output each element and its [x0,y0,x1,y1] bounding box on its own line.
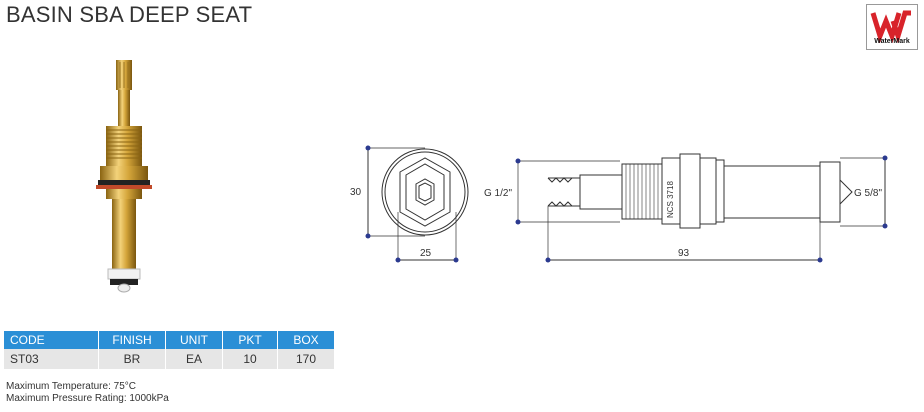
product-image [80,56,170,301]
watermark-logo-icon: WaterMark [866,4,918,50]
body-marking: NCS 3718 [666,181,675,218]
front-height-label: 30 [350,187,362,198]
technical-drawing: 30 25 G 1/2" G 5/8" 93 NCS 3718 [340,120,900,275]
page-title: BASIN SBA DEEP SEAT [6,2,253,27]
header-finish: FINISH [98,331,166,349]
header-box: BOX [277,331,335,349]
header-code: CODE [4,331,99,349]
spec-table-header: CODE FINISH UNIT PKT BOX [4,331,335,349]
length-label: 93 [678,248,690,259]
header-pkt: PKT [222,331,278,349]
spec-table: CODE FINISH UNIT PKT BOX ST03 BR EA 10 1… [4,331,335,369]
cell-box: 170 [277,349,335,369]
cell-finish: BR [98,349,166,369]
cell-pkt: 10 [222,349,278,369]
max-temperature: Maximum Temperature: 75°C [6,381,136,392]
thread-inlet-label: G 1/2" [484,188,512,199]
front-width-label: 25 [420,248,432,259]
cell-unit: EA [165,349,223,369]
max-pressure: Maximum Pressure Rating: 1000kPa [6,393,169,404]
logo-text: WaterMark [874,38,910,45]
spec-notes: Maximum Temperature: 75°C Maximum Pressu… [6,381,169,405]
table-row: ST03 BR EA 10 170 [4,349,335,369]
thread-outlet-label: G 5/8" [854,188,882,199]
header-unit: UNIT [165,331,223,349]
cell-code: ST03 [4,349,99,369]
